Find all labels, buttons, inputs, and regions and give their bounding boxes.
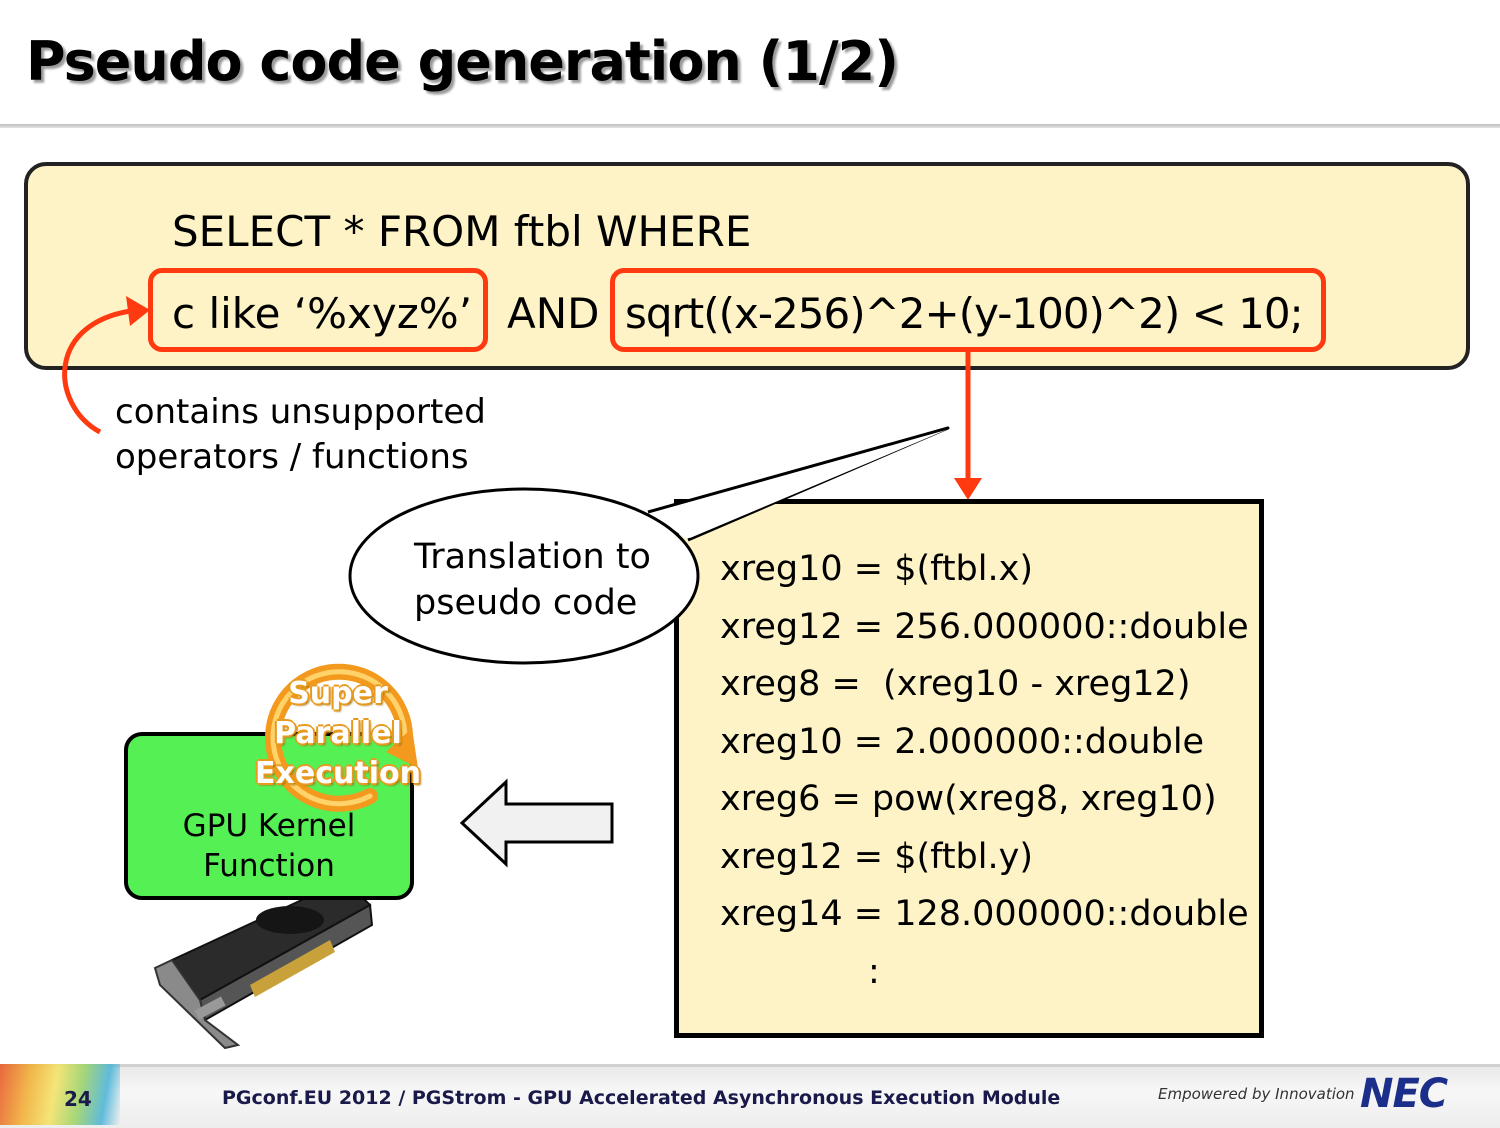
footer-caption: PGconf.EU 2012 / PGStrom - GPU Accelerat… [222, 1087, 1061, 1109]
code-line: xreg8 = (xreg10 - xreg12) [720, 664, 1191, 704]
note-line-2: operators / functions [115, 437, 469, 477]
badge-word: Execution [255, 756, 421, 791]
badge-word: Super [288, 676, 388, 711]
unsupported-condition-highlight [148, 268, 488, 352]
query-box [24, 162, 1470, 370]
curved-arrow-head [126, 296, 150, 326]
bubble-line-2: pseudo code [414, 583, 638, 623]
code-line: xreg12 = $(ftbl.y) [720, 837, 1033, 877]
query-and-keyword: AND [507, 289, 600, 338]
left-arrow [459, 778, 614, 868]
nec-logo: NEC [1360, 1071, 1448, 1117]
code-line: xreg12 = 256.000000::double [720, 607, 1249, 647]
code-line: xreg6 = pow(xreg8, xreg10) [720, 779, 1217, 819]
code-line: xreg10 = 2.000000::double [720, 722, 1205, 762]
footer-color-stripe [0, 1064, 120, 1125]
title-divider [0, 124, 1500, 128]
query-sqrt-condition: sqrt((x-256)^2+(y-100)^2) < 10; [625, 289, 1304, 338]
code-line: xreg14 = 128.000000::double [720, 894, 1249, 934]
down-arrow-head [954, 478, 982, 500]
note-line-1: contains unsupported [115, 392, 486, 432]
slide-title: Pseudo code generation (1/2) [26, 30, 899, 93]
page-number: 24 [64, 1087, 92, 1111]
curved-arrow [62, 307, 139, 435]
query-like-condition: c like ‘%xyz%’ [172, 289, 473, 338]
gpu-label-line-2: Function [203, 848, 335, 884]
code-ellipsis: : [868, 952, 880, 992]
footer-tagline: Empowered by Innovation [1158, 1085, 1355, 1103]
gpu-kernel-label: GPU Kernel Function [124, 806, 414, 886]
footer-bar [0, 1064, 1500, 1128]
badge-word: Parallel [274, 716, 402, 751]
bubble-line-1: Translation to [414, 537, 651, 577]
pseudo-code-box [674, 499, 1264, 1038]
code-line: xreg10 = $(ftbl.x) [720, 549, 1033, 589]
speech-bubble-text: Translation to pseudo code [414, 534, 651, 626]
gpu-label-line-1: GPU Kernel [182, 808, 356, 844]
supported-condition-highlight [610, 268, 1326, 352]
speech-bubble-body [348, 487, 700, 665]
query-select-line: SELECT * FROM ftbl WHERE [172, 207, 752, 256]
